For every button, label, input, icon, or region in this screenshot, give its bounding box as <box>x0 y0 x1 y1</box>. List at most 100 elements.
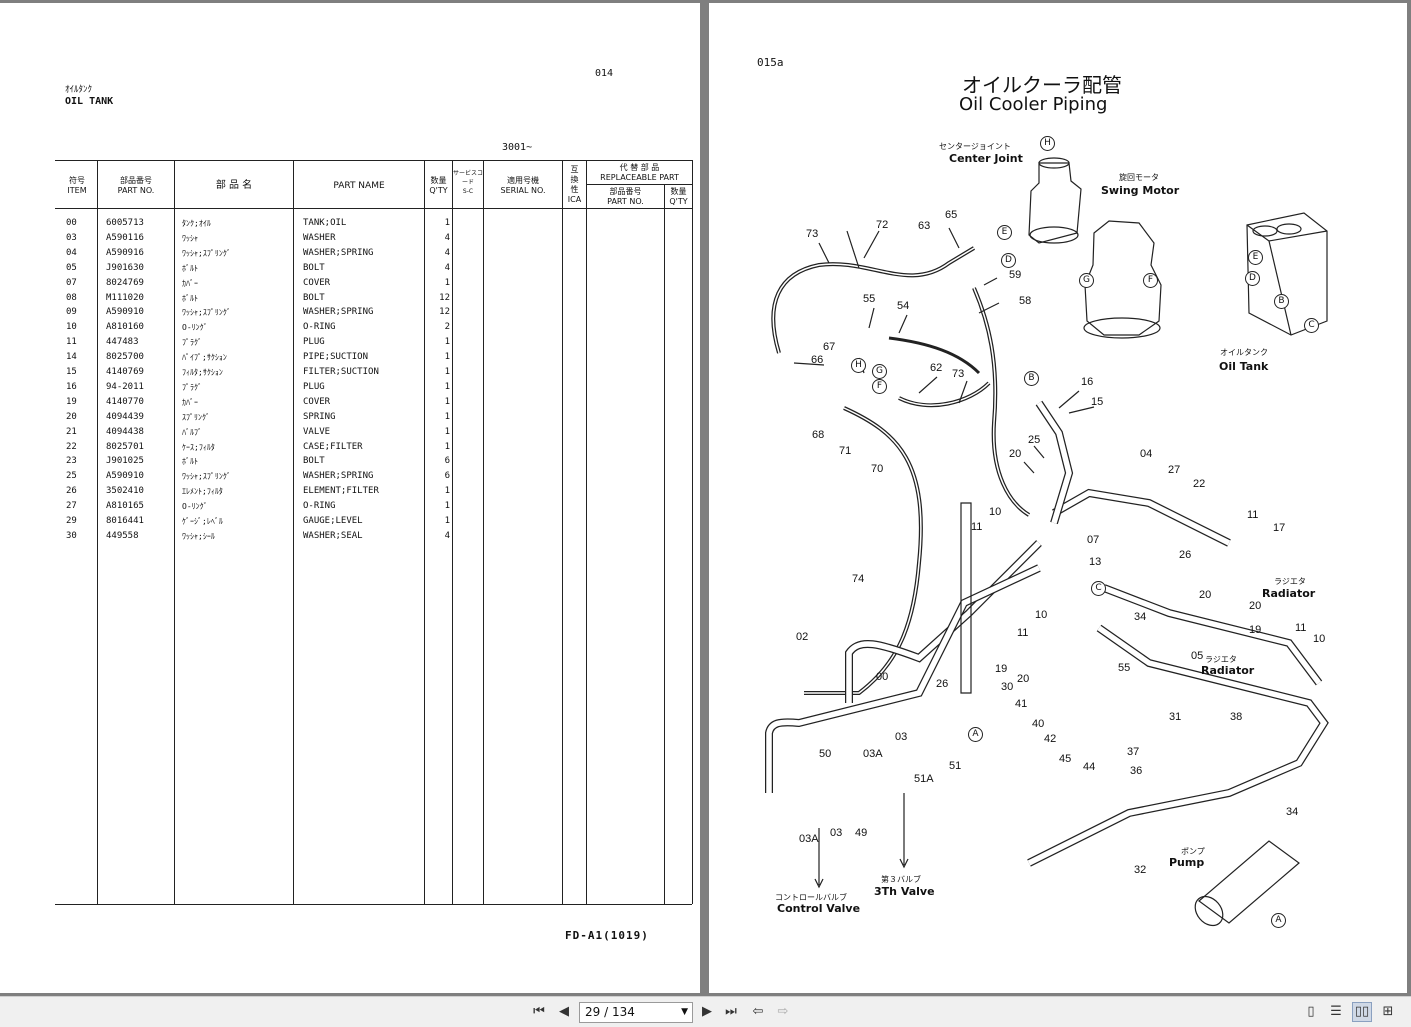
cell-qty: 4 <box>444 247 450 258</box>
cell-name: BOLT <box>303 292 325 303</box>
next-page-button[interactable]: ▶ <box>698 1003 716 1021</box>
cell-qty: 1 <box>444 501 450 512</box>
callout: 32 <box>1134 864 1147 876</box>
control-valve-label-jp: コントロールバルブ <box>775 893 847 902</box>
cell-item: 19 <box>66 396 77 407</box>
continuous-button[interactable]: ☰ <box>1327 1003 1345 1021</box>
cell-item: 23 <box>66 456 77 467</box>
facing-pages-button[interactable]: ▯▯ <box>1352 1002 1372 1022</box>
callout: 37 <box>1127 746 1140 758</box>
callout: 34 <box>1286 806 1299 818</box>
callout: 71 <box>839 445 852 457</box>
swing-motor-label-jp: 旋回モータ <box>1119 173 1159 182</box>
continuous-icon: ☰ <box>1330 1004 1342 1019</box>
callout: 45 <box>1059 753 1072 765</box>
marker-h: H <box>1040 136 1055 151</box>
cell-item: 25 <box>66 471 77 482</box>
cell-name-jp: ﾌｨﾙﾀ;ｻｸｼｮﾝ <box>182 368 223 377</box>
callout: 03A <box>799 833 819 845</box>
cell-name-jp: O-ﾘﾝｸﾞ <box>182 502 208 512</box>
cell-qty: 4 <box>444 262 450 273</box>
facing-continuous-button[interactable]: ⊞ <box>1379 1003 1397 1021</box>
cell-name: WASHER <box>303 232 336 243</box>
callout: 66 <box>811 354 824 366</box>
cell-part-no: M111020 <box>106 292 144 303</box>
chevron-down-icon: ▼ <box>681 1007 688 1017</box>
cell-name: FILTER;SUCTION <box>303 367 379 377</box>
callout: 54 <box>897 300 910 312</box>
callout: 13 <box>1089 556 1102 568</box>
marker-g2: G <box>872 364 887 379</box>
cell-name: PLUG <box>303 381 325 392</box>
callout: 49 <box>855 827 868 839</box>
cell-name: GAUGE;LEVEL <box>303 516 363 526</box>
cell-item: 15 <box>66 367 77 377</box>
cell-name-jp: ﾎﾞﾙﾄ <box>182 457 198 467</box>
cell-part-no: 4094439 <box>106 411 144 422</box>
footer-code: FD-A1(1019) <box>565 929 649 942</box>
cell-name-jp: ﾊﾞﾙﾌﾞ <box>182 427 202 437</box>
single-page-button[interactable]: ▯ <box>1302 1003 1320 1021</box>
cell-name-jp: ｶﾊﾞｰ <box>182 397 198 407</box>
marker-h2: H <box>851 358 866 373</box>
callout: 27 <box>1168 464 1181 476</box>
cell-name-jp: ﾜｯｼｬ;ｽﾌﾟﾘﾝｸﾞ <box>182 248 231 258</box>
cell-name: O-RING <box>303 501 336 512</box>
cell-name: VALVE <box>303 426 331 437</box>
back-view-button[interactable]: ⇦ <box>749 1003 767 1021</box>
oil-tank-drawing <box>1246 212 1328 336</box>
cell-item: 16 <box>66 381 77 392</box>
first-page-button[interactable]: ⏮ <box>530 1003 548 1021</box>
callout: 19 <box>995 663 1008 675</box>
cell-name: TANK;OIL <box>303 218 347 228</box>
piping-diagram <box>765 157 1329 927</box>
cell-qty: 4 <box>444 530 450 541</box>
cell-item: 29 <box>66 516 77 526</box>
marker-e: E <box>997 225 1012 240</box>
callout: 42 <box>1044 733 1057 745</box>
cell-qty: 1 <box>444 352 450 363</box>
callout: 20 <box>1017 673 1030 685</box>
callout: 10 <box>1313 633 1326 645</box>
cell-name: ELEMENT;FILTER <box>303 486 379 497</box>
cell-part-no: 6005713 <box>106 218 144 228</box>
forward-view-button[interactable]: ⇨ <box>774 1003 792 1021</box>
callout: 55 <box>863 293 876 305</box>
cell-part-no: J901025 <box>106 456 144 467</box>
cell-item: 04 <box>66 247 77 258</box>
radiator2-label-jp: ラジエタ <box>1205 655 1237 664</box>
cell-part-no: 4140770 <box>106 396 144 407</box>
cell-qty: 1 <box>444 367 450 377</box>
cell-part-no: A590910 <box>106 471 144 482</box>
callout: 19 <box>1249 624 1262 636</box>
cell-qty: 1 <box>444 426 450 437</box>
cell-name-jp: ﾊﾟｲﾌﾟ;ｻｸｼｮﾝ <box>182 353 227 363</box>
prev-page-button[interactable]: ◀ <box>555 1003 573 1021</box>
cell-item: 20 <box>66 411 77 422</box>
callout: 41 <box>1015 698 1028 710</box>
pump-label: Pump <box>1169 856 1205 869</box>
pump-label-jp: ポンプ <box>1181 847 1205 856</box>
callout: 63 <box>918 220 931 232</box>
last-page-button[interactable]: ⏭ <box>722 1003 740 1021</box>
callout: 67 <box>823 341 836 353</box>
marker-f2: F <box>872 379 887 394</box>
first-page-icon: ⏮ <box>533 1004 545 1019</box>
third-valve-label-jp: 第３バルブ <box>881 875 921 884</box>
cell-name-jp: ｽﾌﾟﾘﾝｸﾞ <box>182 412 210 422</box>
marker-c: C <box>1091 581 1106 596</box>
page-number-select[interactable]: 29 / 134 ▼ <box>579 1002 693 1023</box>
callout: 20 <box>1249 600 1262 612</box>
